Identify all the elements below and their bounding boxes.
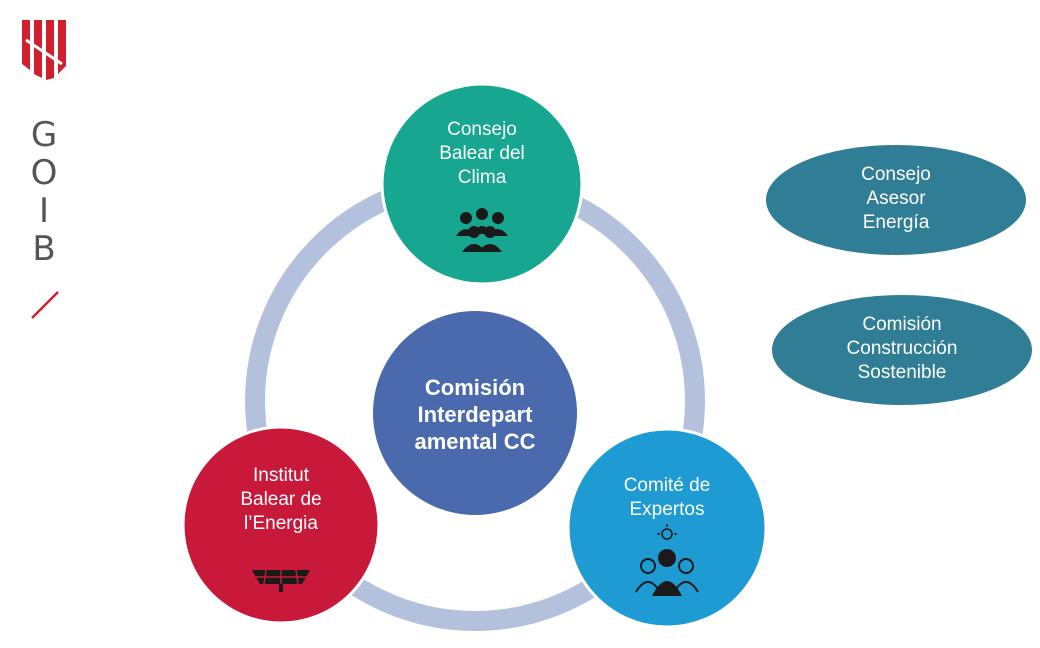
logo-letter-b: B bbox=[32, 229, 56, 269]
logo-stripe bbox=[46, 20, 54, 80]
side-box-consejo-asesor bbox=[766, 145, 1026, 255]
logo-stripe bbox=[58, 20, 66, 74]
goib-logo-mark bbox=[22, 20, 66, 319]
logo-letter-g: G bbox=[30, 115, 58, 155]
side-box-comision-construccion-label: Comisión Construcción Sostenible bbox=[846, 314, 958, 383]
logo-slash bbox=[31, 291, 59, 319]
left-node-label: Institut Balear de l’Energia bbox=[240, 465, 322, 534]
logo-stripe bbox=[22, 20, 30, 70]
top-node bbox=[380, 82, 584, 286]
experts-lightbulb-icon bbox=[635, 524, 699, 596]
logo-letter-o: O bbox=[30, 153, 58, 193]
left-node bbox=[181, 425, 381, 625]
people-group-icon bbox=[456, 208, 508, 252]
center-node-label: Comisión Interdepart amental CC bbox=[414, 375, 536, 454]
top-node-label: Consejo Balear del Clima bbox=[439, 119, 525, 188]
logo-letter-i: I bbox=[38, 191, 50, 231]
right-node-label: Comité de Expertos bbox=[623, 475, 711, 520]
right-node bbox=[566, 427, 768, 629]
logo-stripe-cut bbox=[25, 38, 63, 66]
side-box-consejo-asesor-label: Consejo Asesor Energía bbox=[861, 164, 931, 233]
side-box-comision-construccion bbox=[772, 295, 1032, 405]
center-node bbox=[373, 311, 577, 515]
solar-panel-icon bbox=[252, 569, 310, 592]
